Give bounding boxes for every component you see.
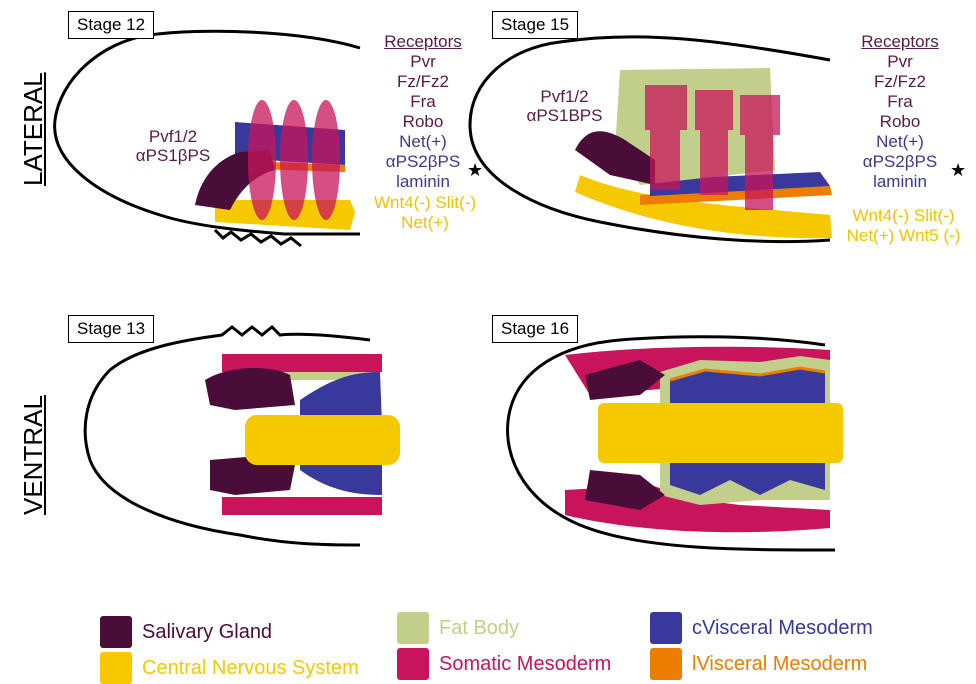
stage15-ligands: Pvf1/2 αPS1ΒPS — [517, 87, 612, 125]
receptor-robo: Robo — [368, 112, 478, 132]
legend-item-lvisceral-mesoderm: lVisceral Mesoderm — [650, 648, 867, 680]
legend-item-fat-body: Fat Body — [397, 612, 519, 644]
receptor-laminin: laminin — [845, 172, 955, 192]
receptor-aps2bps: αPS2βPS — [368, 152, 478, 172]
stage15-signals: Wnt4(-) Slit(-) Net(+) Wnt5 (-) — [836, 206, 971, 246]
legend-swatch — [397, 612, 429, 644]
receptor-net: Net(+) — [845, 132, 955, 152]
stage12-receptors-header: Receptors — [368, 32, 478, 52]
receptor-fz: Fz/Fz2 — [845, 72, 955, 92]
legend-swatch — [650, 648, 682, 680]
stage12-ligands: Pvf1/2 αPS1βPS — [128, 127, 218, 165]
legend-item-salivary-gland: Salivary Gland — [100, 616, 272, 648]
ligand-aps1bps: αPS1βPS — [128, 146, 218, 165]
legend-label: Fat Body — [439, 617, 519, 640]
signal-line-1: Wnt4(-) Slit(-) — [360, 193, 490, 213]
legend-label: lVisceral Mesoderm — [692, 653, 867, 676]
receptor-laminin: laminin — [368, 172, 478, 192]
signal-line-2: Net(+) — [360, 213, 490, 233]
stage12-star: ★ — [467, 160, 483, 181]
stage12-signals: Wnt4(-) Slit(-) Net(+) — [360, 193, 490, 233]
legend-label: Somatic Mesoderm — [439, 653, 611, 676]
ligand-pvf: Pvf1/2 — [517, 87, 612, 106]
receptor-fz: Fz/Fz2 — [368, 72, 478, 92]
receptor-fra: Fra — [845, 92, 955, 112]
receptor-fra: Fra — [368, 92, 478, 112]
stage15-receptors: Receptors Pvr Fz/Fz2 Fra Robo Net(+) αPS… — [845, 32, 955, 192]
stage13-somatic-bot — [222, 497, 382, 515]
legend-item-somatic-mesoderm: Somatic Mesoderm — [397, 648, 611, 680]
legend-label: Salivary Gland — [142, 621, 272, 644]
legend-label: cVisceral Mesoderm — [692, 617, 873, 640]
stage12-somatic-3 — [312, 100, 340, 220]
ligand-aps1bps: αPS1ΒPS — [517, 106, 612, 125]
signal-line-2: Net(+) Wnt5 (-) — [836, 226, 971, 246]
signal-line-1: Wnt4(-) Slit(-) — [836, 206, 971, 226]
stage13-cns — [245, 415, 400, 465]
stage13-label: Stage 13 — [68, 315, 154, 343]
legend-item-cvisceral-mesoderm: cVisceral Mesoderm — [650, 612, 873, 644]
receptor-net: Net(+) — [368, 132, 478, 152]
stage12-label: Stage 12 — [68, 11, 154, 39]
legend-swatch — [100, 616, 132, 648]
stage16-cns — [598, 403, 843, 463]
ventral-label: VENTRAL — [18, 395, 49, 515]
stage15-receptors-header: Receptors — [845, 32, 955, 52]
stage12-somatic-1 — [248, 100, 276, 220]
stage15-embryo — [470, 37, 832, 242]
stage13-embryo — [85, 327, 400, 545]
stage13-salivary-top — [205, 368, 295, 410]
receptor-robo: Robo — [845, 112, 955, 132]
receptor-pvr: Pvr — [368, 52, 478, 72]
legend-label: Central Nervous System — [142, 657, 359, 680]
stage12-somatic-2 — [280, 100, 308, 220]
legend-item-cns: Central Nervous System — [100, 652, 359, 684]
legend-swatch — [100, 652, 132, 684]
receptor-aps2bps: αPS2βPS — [845, 152, 955, 172]
lateral-label: LATERAL — [18, 72, 49, 186]
stage16-label: Stage 16 — [492, 315, 578, 343]
stage12-receptors: Receptors Pvr Fz/Fz2 Fra Robo Net(+) αPS… — [368, 32, 478, 192]
receptor-pvr: Pvr — [845, 52, 955, 72]
legend-swatch — [650, 612, 682, 644]
stage15-label: Stage 15 — [492, 11, 578, 39]
legend-swatch — [397, 648, 429, 680]
stage16-embryo — [508, 337, 843, 550]
stage15-star: ★ — [950, 160, 966, 181]
ligand-pvf: Pvf1/2 — [128, 127, 218, 146]
